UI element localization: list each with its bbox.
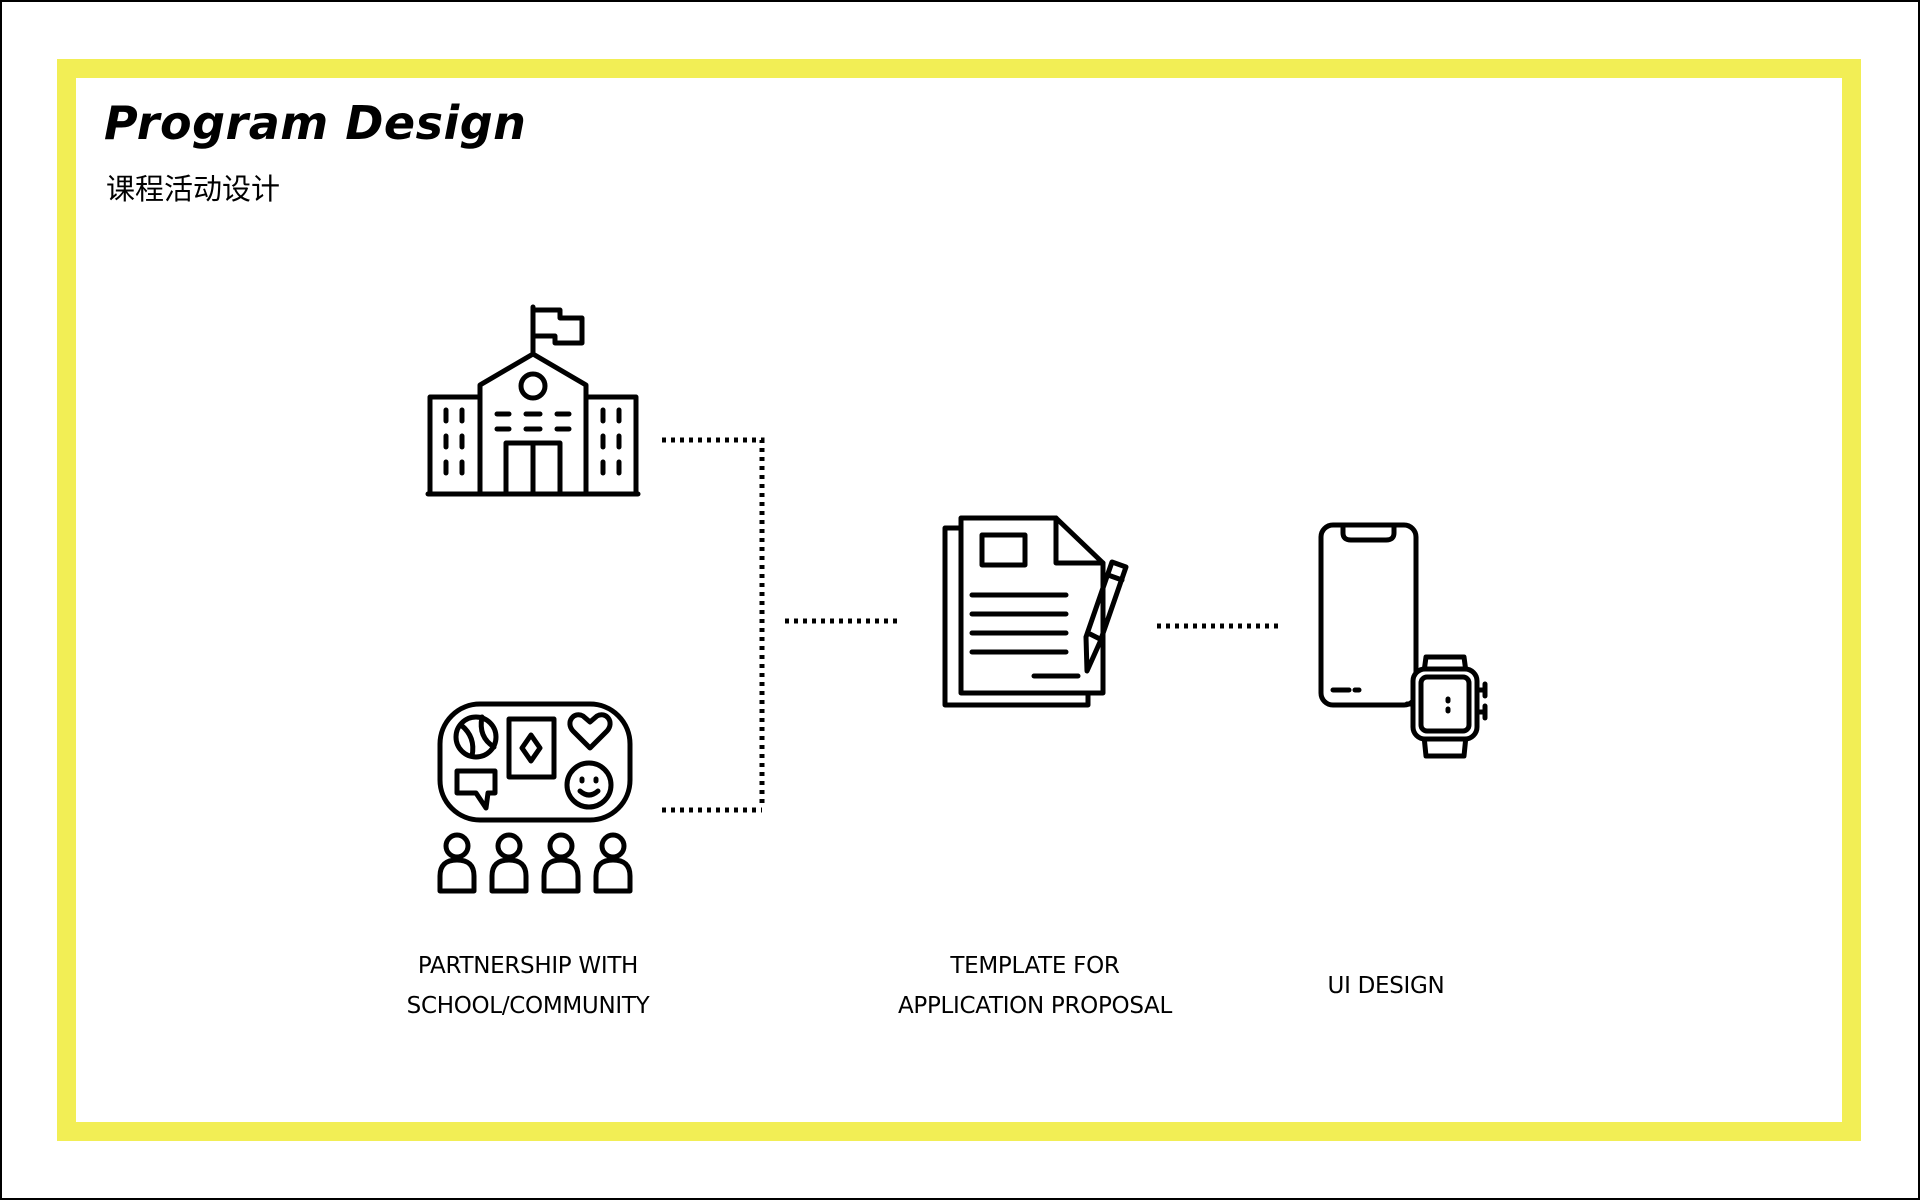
dotted-connectors bbox=[662, 437, 1283, 813]
label-partnership: PARTNERSHIP WITH SCHOOL/COMMUNITY bbox=[378, 946, 678, 1026]
label-partnership-line1: PARTNERSHIP WITH bbox=[417, 953, 639, 979]
community-activity-board-icon bbox=[437, 701, 633, 894]
label-partnership-line2: SCHOOL/COMMUNITY bbox=[406, 993, 650, 1019]
connector-school bbox=[662, 437, 765, 808]
page-subtitle: 课程活动设计 bbox=[106, 172, 281, 206]
smartwatch-icon bbox=[1404, 654, 1488, 759]
label-ui-design-line1: UI DESIGN bbox=[1327, 973, 1445, 999]
label-ui-design: UI DESIGN bbox=[1286, 966, 1486, 1006]
label-template: TEMPLATE FOR APPLICATION PROPOSAL bbox=[880, 946, 1190, 1026]
yellow-frame bbox=[57, 59, 1861, 1141]
label-template-line2: APPLICATION PROPOSAL bbox=[897, 993, 1173, 1019]
smartphone-icon bbox=[1318, 522, 1419, 708]
label-template-line1: TEMPLATE FOR bbox=[950, 953, 1120, 979]
page-title: Program Design bbox=[104, 96, 527, 150]
document-pen-icon bbox=[942, 515, 1129, 708]
school-building-icon bbox=[425, 304, 641, 497]
